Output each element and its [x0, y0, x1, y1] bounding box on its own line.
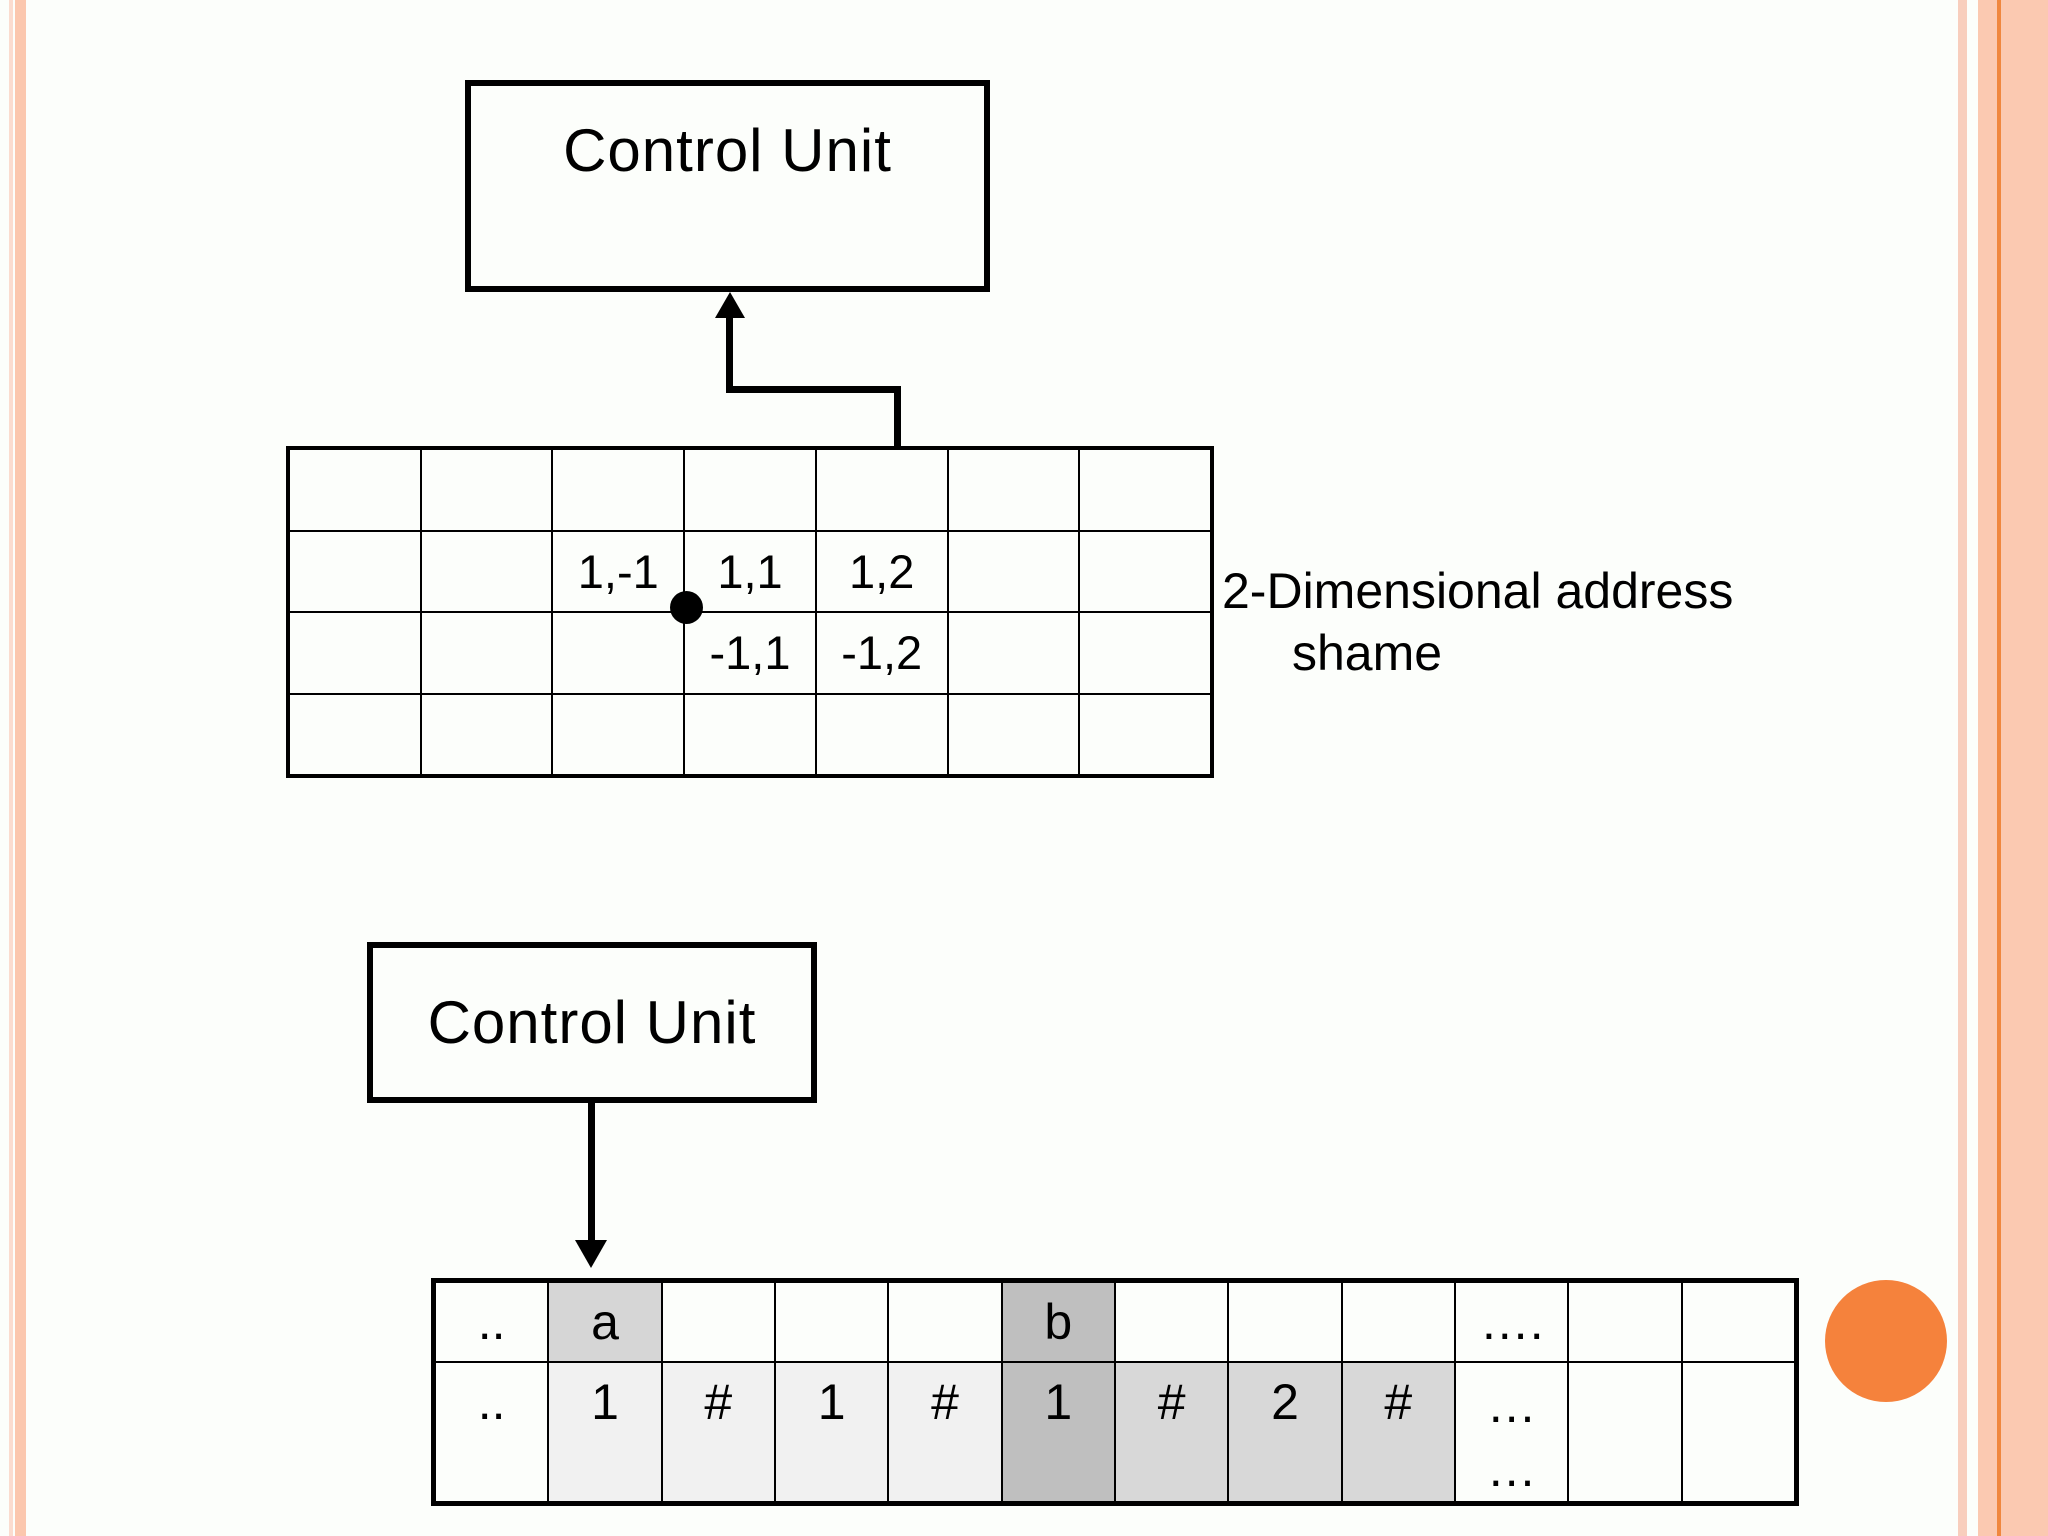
grid-cell: [815, 693, 948, 775]
grid-cell: [552, 612, 685, 694]
tape-cell: [1341, 1282, 1455, 1362]
left-border-stripe-thin: [9, 0, 13, 1536]
tape-cell: [775, 1282, 889, 1362]
tape-cell: 1: [1001, 1362, 1115, 1502]
grid-cell: [289, 530, 421, 612]
caption-line2: shame: [1292, 625, 1443, 681]
grid-cell-label: 1,-1: [552, 530, 685, 612]
grid-cell: [552, 449, 685, 531]
grid-cell: [420, 612, 553, 694]
grid-cell: [947, 612, 1080, 694]
tape-cell: [1115, 1282, 1229, 1362]
right-border-stripe-thin: [1958, 0, 1967, 1536]
grid-cell: [420, 693, 553, 775]
address-grid: 1,-1 1,1 1,2 -1,1 -1,2: [286, 446, 1214, 778]
grid-cell: [1079, 693, 1211, 775]
head-position-dot: [670, 591, 703, 624]
tape-cell: b: [1001, 1282, 1115, 1362]
grid-cell: [947, 530, 1080, 612]
grid-label: 1,-1: [577, 544, 659, 598]
grid-cell: [1079, 449, 1211, 531]
tape-cell: [1681, 1362, 1795, 1502]
grid-cell-label: 1,1: [684, 530, 816, 612]
arrowhead-down-icon: [575, 1240, 607, 1268]
grid-cell: [815, 449, 948, 531]
tape-cell: 1: [548, 1362, 662, 1502]
grid-cell: [684, 693, 816, 775]
tape-cell: 1: [775, 1362, 889, 1502]
grid-cell-label: 1,2: [815, 530, 948, 612]
tape-cell: #: [888, 1362, 1002, 1502]
tape-cell: 2: [1228, 1362, 1342, 1502]
grid-cell-label: -1,1: [684, 612, 816, 694]
tape-cell: [661, 1282, 775, 1362]
grid-cell: [289, 612, 421, 694]
grid-caption: 2-Dimensional address shame: [1222, 560, 1733, 684]
tape-cell: #: [661, 1362, 775, 1502]
control-unit-box-bottom: Control Unit: [367, 942, 817, 1103]
grid-cell: [420, 449, 553, 531]
connector-segment: [726, 386, 901, 393]
tape-cell: #: [1115, 1362, 1229, 1502]
grid-label: 1,1: [717, 544, 783, 598]
tape-cell: ..: [435, 1282, 549, 1362]
connector-segment: [726, 314, 733, 390]
connector-segment: [894, 386, 901, 472]
tape-cell: ..: [435, 1362, 549, 1502]
caption-line1: 2-Dimensional address: [1222, 563, 1734, 619]
tape-cell: [1681, 1282, 1795, 1362]
grid-cell: [289, 449, 421, 531]
tape-cell: … …: [1455, 1362, 1569, 1502]
right-border-orange-line: [1997, 0, 2001, 1536]
grid-cell-label: -1,2: [815, 612, 948, 694]
right-border-band: [1978, 0, 2048, 1536]
control-unit-label-bottom: Control Unit: [427, 989, 757, 1056]
grid-cell: [1079, 530, 1211, 612]
connector-segment: [588, 1103, 595, 1243]
control-unit-box-top: Control Unit: [465, 80, 990, 292]
grid-cell: [1079, 612, 1211, 694]
left-border-stripe-thick: [15, 0, 26, 1536]
memory-tape: .. a b …. .. 1 # 1 # 1 # 2 # … …: [431, 1278, 1799, 1506]
grid-label: -1,1: [709, 626, 791, 680]
grid-cell: [947, 693, 1080, 775]
tape-cell: [1568, 1282, 1682, 1362]
tape-cell: a: [548, 1282, 662, 1362]
orange-circle-decoration: [1825, 1280, 1947, 1402]
grid-label: 1,2: [849, 544, 915, 598]
grid-cell: [552, 693, 685, 775]
tape-cell: [1568, 1362, 1682, 1502]
grid-cell: [684, 449, 816, 531]
grid-cell: [289, 693, 421, 775]
arrowhead-up-icon: [715, 292, 745, 318]
control-unit-label-top: Control Unit: [563, 117, 892, 184]
grid-label: -1,2: [841, 626, 923, 680]
tape-cell: ….: [1455, 1282, 1569, 1362]
tape-cell: [1228, 1282, 1342, 1362]
tape-cell: [888, 1282, 1002, 1362]
grid-cell: [947, 449, 1080, 531]
grid-cell: [420, 530, 553, 612]
tape-cell: #: [1341, 1362, 1455, 1502]
